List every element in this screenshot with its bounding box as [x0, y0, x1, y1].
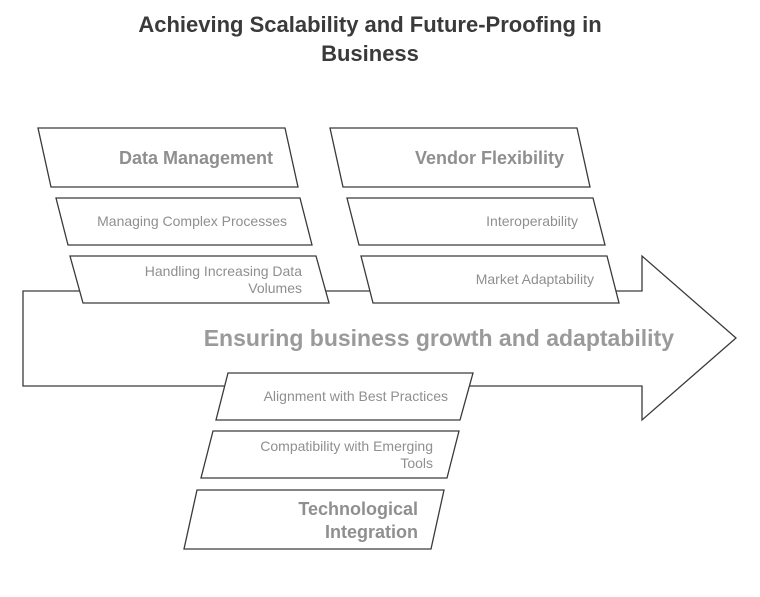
- main-arrow-label: Ensuring business growth and adaptabilit…: [204, 325, 674, 351]
- technological-integration-heading-line-1: Technological: [298, 499, 418, 519]
- branch-technological-integration: Alignment with Best Practices Compatibil…: [183, 372, 474, 550]
- technological-integration-header-box: [183, 489, 445, 550]
- vendor-flexibility-header-box: [329, 127, 591, 188]
- compatibility-with-emerging-tools-label-line-1: Compatibility with Emerging: [260, 438, 433, 454]
- managing-complex-processes-box: [55, 197, 313, 246]
- market-adaptability-box: [360, 255, 620, 304]
- branch-vendor-flexibility: Vendor Flexibility Interoperability Mark…: [329, 127, 620, 304]
- handling-increasing-data-volumes-label-line-1: Handling Increasing Data: [145, 263, 302, 279]
- technological-integration-heading-line-2: Integration: [325, 522, 418, 542]
- interoperability-label: Interoperability: [486, 213, 578, 229]
- data-management-header-box: [37, 127, 299, 188]
- diagram-title: Achieving Scalability and Future-Proofin…: [138, 12, 602, 66]
- compatibility-with-emerging-tools-box: [200, 430, 460, 479]
- alignment-with-best-practices-box: [215, 372, 474, 421]
- vendor-flexibility-heading: Vendor Flexibility: [415, 148, 564, 168]
- interoperability-box: [346, 197, 606, 246]
- branch-data-management: Data Management Managing Complex Process…: [37, 127, 330, 304]
- handling-increasing-data-volumes-label-line-2: Volumes: [248, 280, 302, 296]
- market-adaptability-label: Market Adaptability: [476, 271, 594, 287]
- managing-complex-processes-label: Managing Complex Processes: [97, 213, 287, 229]
- compatibility-with-emerging-tools-label-line-2: Tools: [400, 455, 433, 471]
- alignment-with-best-practices-label: Alignment with Best Practices: [264, 388, 448, 404]
- data-management-heading: Data Management: [119, 148, 273, 168]
- handling-increasing-data-volumes-box: [69, 255, 330, 304]
